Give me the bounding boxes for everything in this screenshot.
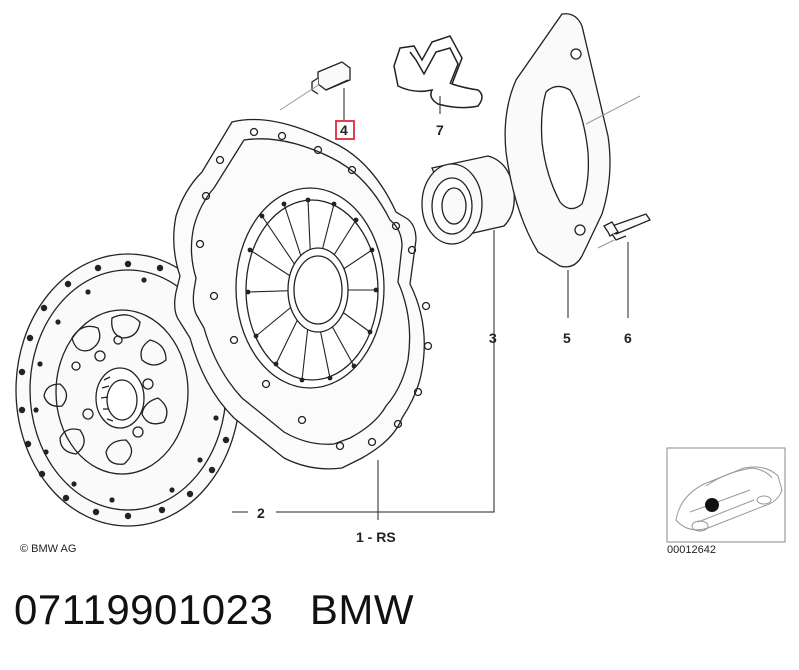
component-location-marker [705,498,719,512]
copyright-text: © BMW AG [20,543,76,555]
part-number-line: 07119901023 BMW [14,586,414,634]
brand-name: BMW [309,586,414,633]
clutch-pressure-plate [173,118,433,470]
callout-7: 7 [436,122,444,138]
callout-6: 6 [624,330,632,346]
callout-leaders [232,88,629,520]
callout-2: 2 [257,505,265,521]
assembly-axis [279,83,641,249]
callout-5: 5 [563,330,571,346]
part-number: 07119901023 [14,586,274,633]
release-bearing [421,155,515,245]
callout-4: 4 [340,122,348,138]
inset-frame [666,447,786,543]
image-number: 00012642 [667,544,716,556]
guide-pin [603,213,651,241]
callout-3: 3 [489,330,497,346]
shield-plate [504,13,611,268]
clutch-bolt [311,61,351,95]
callout-4-highlight [335,120,355,140]
car-outline [675,466,783,532]
retaining-clip [393,35,483,109]
callout-1-rs: 1 - RS [356,529,396,545]
vehicle-location-inset: 00012642 [666,447,786,556]
